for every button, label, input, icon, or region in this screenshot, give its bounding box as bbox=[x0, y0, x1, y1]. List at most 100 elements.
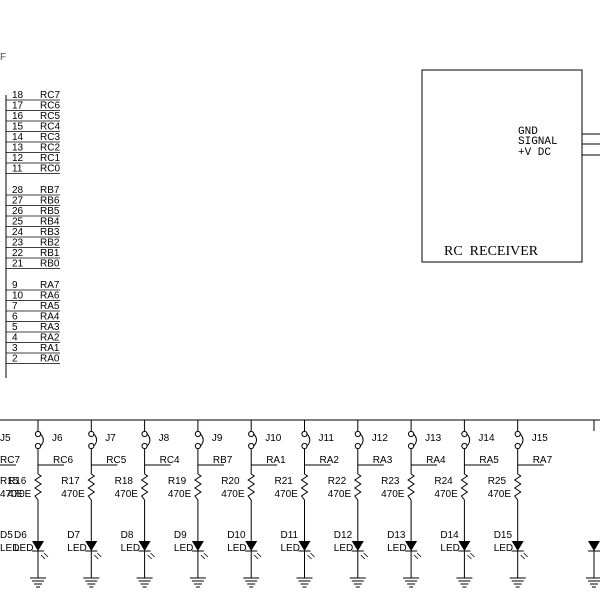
net-label: RA1 bbox=[266, 455, 286, 466]
jumper-pin bbox=[354, 430, 361, 438]
ground-icon bbox=[83, 577, 100, 588]
jumper-label: J12 bbox=[372, 433, 389, 444]
led-channel-partial: J5 RC7 R15 470E D5 LED bbox=[0, 433, 24, 554]
resistor-icon bbox=[87, 473, 96, 541]
pin-name: RA4 bbox=[40, 312, 60, 323]
jumper-label: J6 bbox=[52, 433, 63, 444]
led-icon bbox=[405, 541, 418, 551]
resistor-label: R23 bbox=[381, 476, 400, 487]
pin-number: 10 bbox=[12, 291, 24, 302]
jumper-label: J9 bbox=[212, 433, 223, 444]
resistor-label: R18 bbox=[115, 476, 134, 487]
led-emission-icon bbox=[520, 552, 528, 560]
pin-number: 22 bbox=[12, 248, 24, 259]
pin-name: RB2 bbox=[40, 238, 60, 249]
jumper-label: J10 bbox=[265, 433, 282, 444]
ground-icon bbox=[243, 577, 260, 588]
diode-type: LED bbox=[387, 543, 406, 554]
resistor-label: R20 bbox=[221, 476, 240, 487]
ground-icon bbox=[509, 577, 526, 588]
pin-name: RC0 bbox=[40, 164, 60, 175]
jumper-link bbox=[466, 433, 471, 447]
diode-label: D15 bbox=[494, 530, 513, 541]
resistor-icon bbox=[407, 473, 416, 541]
receiver-pin: +V DC bbox=[518, 147, 600, 159]
pin-name: RC6 bbox=[40, 101, 60, 112]
pin-name: RC1 bbox=[40, 153, 60, 164]
pin-number: 24 bbox=[12, 227, 24, 238]
net-label: RA5 bbox=[479, 455, 499, 466]
pin-name: RA2 bbox=[40, 333, 60, 344]
pin-name: RA5 bbox=[40, 301, 60, 312]
net-label: RB7 bbox=[213, 455, 233, 466]
resistor-value: 470E bbox=[434, 489, 458, 500]
pin-number: 5 bbox=[12, 322, 18, 333]
ground-icon bbox=[30, 577, 46, 588]
resistor-icon bbox=[353, 473, 362, 541]
led-emission-icon bbox=[467, 552, 475, 560]
led-icon bbox=[351, 541, 364, 551]
jumper-label: J14 bbox=[478, 433, 495, 444]
pin-name: RA0 bbox=[40, 354, 60, 365]
resistor-label: R16 bbox=[8, 476, 27, 487]
resistor-value: 470E bbox=[115, 489, 139, 500]
resistor-value: 470E bbox=[381, 489, 405, 500]
ground-icon bbox=[403, 577, 420, 588]
diode-label: D9 bbox=[174, 530, 187, 541]
led-emission-icon bbox=[413, 552, 422, 560]
jumper-pin bbox=[514, 430, 521, 438]
pin-number: 7 bbox=[12, 301, 18, 312]
pin-name: RB6 bbox=[40, 196, 60, 207]
jumper-label: J13 bbox=[425, 433, 442, 444]
resistor-value: 470E bbox=[275, 489, 299, 500]
jumper-pin bbox=[461, 430, 468, 438]
jumper-pin bbox=[248, 430, 255, 438]
ground-icon bbox=[136, 577, 153, 588]
resistor-label: R19 bbox=[168, 476, 187, 487]
jumper-link bbox=[40, 433, 44, 447]
pin-name: RC7 bbox=[40, 90, 60, 101]
pin-name: RB3 bbox=[40, 227, 60, 238]
resistor-value: 470E bbox=[221, 489, 245, 500]
led-icon bbox=[245, 541, 258, 551]
resistor-value: 470E bbox=[8, 489, 32, 500]
net-label: RC7 bbox=[0, 455, 20, 466]
resistor-label: R25 bbox=[488, 476, 507, 487]
diode-type: LED bbox=[121, 543, 140, 554]
ground-icon bbox=[456, 577, 473, 588]
diode-label: D5 bbox=[0, 530, 13, 541]
diode-type: LED bbox=[14, 543, 33, 554]
diode-type: LED bbox=[0, 543, 19, 554]
jumper-link bbox=[306, 433, 311, 447]
resistor-icon bbox=[34, 473, 42, 541]
pin-number: 21 bbox=[12, 259, 24, 270]
pin-name: RA1 bbox=[40, 343, 60, 354]
mcu-pin-row: 7 RA5 bbox=[6, 301, 60, 312]
pin-name: RB4 bbox=[40, 217, 60, 228]
pin-number: 26 bbox=[12, 206, 24, 217]
led-emission-icon bbox=[360, 552, 369, 560]
led-emission-icon bbox=[147, 552, 155, 560]
jumper-pin bbox=[141, 430, 148, 438]
jumper-link bbox=[146, 433, 151, 447]
led-icon bbox=[191, 541, 204, 551]
